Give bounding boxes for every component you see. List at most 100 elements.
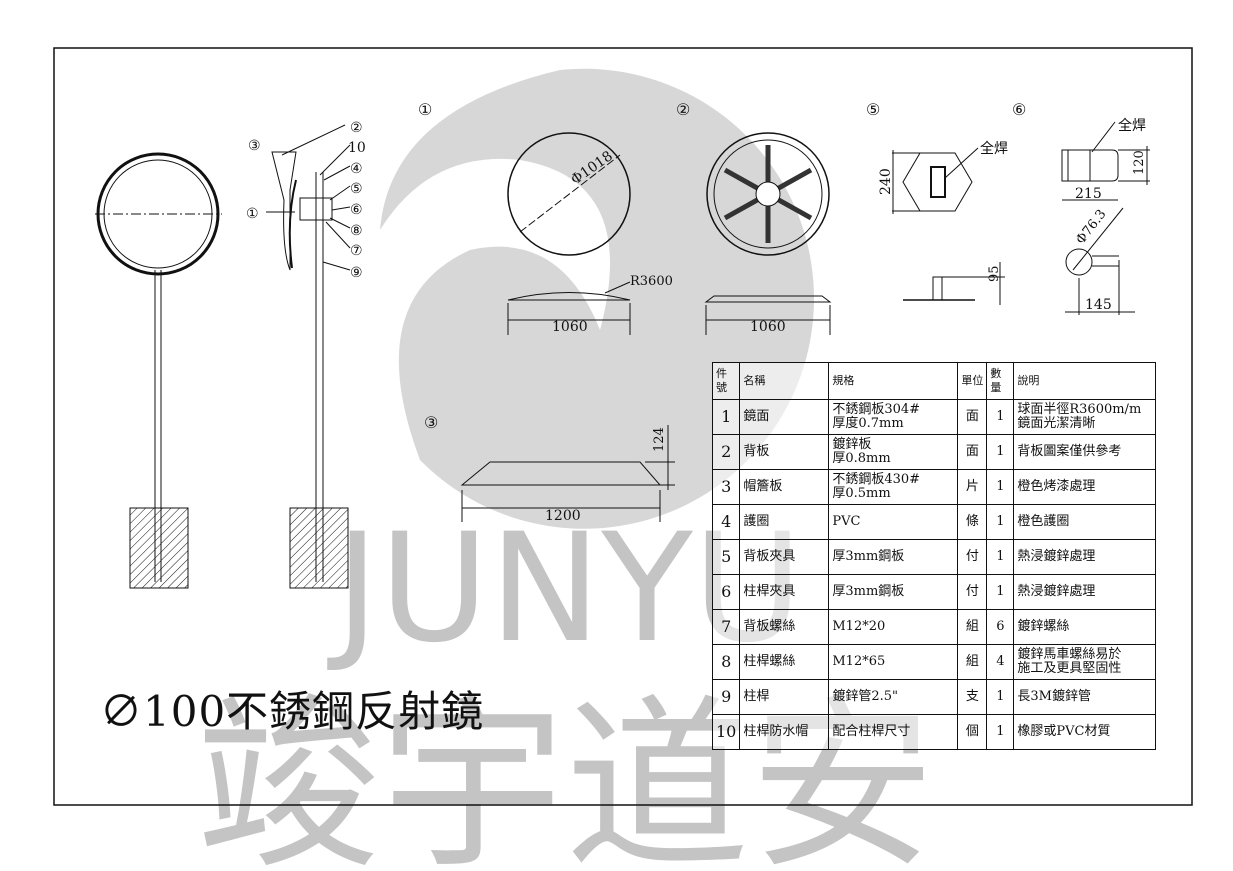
part-qty: 1 (986, 504, 1015, 540)
part-name: 柱桿 (739, 679, 830, 715)
part-6-pole-clamp: ⑥ 全焊 120 215 Φ76.3 145 (1012, 100, 1150, 315)
header-spec: 規格 (828, 362, 959, 400)
part-5-label: ⑤ (866, 100, 880, 119)
hood-width-dim: 1200 (545, 508, 581, 524)
part-name: 柱桿螺絲 (739, 644, 830, 680)
part-no: 5 (711, 539, 741, 575)
part-name: 護圈 (739, 504, 830, 540)
radius-dim: R3600 (630, 274, 673, 289)
callout-10: 10 (348, 140, 366, 156)
part-unit: 付 (957, 574, 988, 610)
part-unit: 面 (957, 399, 988, 435)
part-description: 橙色護圈 (1013, 504, 1156, 540)
part-no: 6 (711, 574, 741, 610)
part-qty: 1 (986, 434, 1015, 470)
part-no: 1 (711, 399, 741, 435)
front-view (95, 152, 222, 589)
clamp6-height-dim: 120 (1132, 150, 1147, 175)
part-description: 熱浸鍍鋅處理 (1013, 539, 1156, 575)
part-name: 鏡面 (739, 399, 830, 435)
part-spec: 鍍鋅板 厚0.8mm (828, 434, 959, 470)
part-qty: 1 (986, 469, 1015, 505)
part-unit: 付 (957, 539, 988, 575)
part-unit: 面 (957, 434, 988, 470)
part-qty: 1 (986, 399, 1015, 435)
drawing-title: ∅100不銹鋼反射鏡 (100, 687, 485, 736)
part-1-label: ① (418, 100, 432, 119)
part-unit: 組 (957, 644, 988, 680)
header-description: 說明 (1013, 362, 1156, 400)
part-unit: 組 (957, 609, 988, 645)
part-name: 帽簷板 (739, 469, 830, 505)
part-spec: 厚3mm鋼板 (828, 539, 959, 575)
part-name: 柱桿夾具 (739, 574, 830, 610)
clamp5-height-dim: 240 (878, 168, 894, 195)
header-qty: 數量 (986, 362, 1015, 400)
part-description: 背板圖案僅供參考 (1013, 434, 1156, 470)
part-spec: 配合柱桿尺寸 (828, 714, 959, 750)
part-no: 2 (711, 434, 741, 470)
part-no: 10 (711, 714, 741, 750)
part-name: 背板 (739, 434, 830, 470)
part-no: 4 (711, 504, 741, 540)
part-5-back-clamp: ⑤ 全焊 240 95 (866, 100, 1008, 305)
header-part-no: 件號 (711, 362, 741, 400)
part-6-label: ⑥ (1012, 100, 1026, 119)
part-2-back-plate: ② 1060 (676, 100, 832, 335)
part-description: 長3M鍍鋅管 (1013, 679, 1156, 715)
part-name: 柱桿防水帽 (739, 714, 830, 750)
callout-9: ⑨ (350, 265, 363, 281)
side-view (266, 124, 351, 589)
part-name: 背板夾具 (739, 539, 830, 575)
part-spec: M12*65 (828, 644, 959, 680)
clamp5-side-dim: 95 (987, 265, 1002, 282)
part-spec: 鍍鋅管2.5" (828, 679, 959, 715)
callout-1: ① (246, 206, 259, 222)
side-view-callouts: ③ ② 10 ④ ⑤ ① ⑥ ⑧ ⑦ ⑨ (246, 120, 366, 281)
callout-3: ③ (248, 138, 261, 154)
part-qty: 1 (986, 714, 1015, 750)
part-3-label: ③ (424, 413, 438, 432)
part-qty: 6 (986, 609, 1015, 645)
part-qty: 1 (986, 574, 1015, 610)
part-description: 鍍鋅馬車螺絲易於 施工及更具堅固性 (1013, 644, 1156, 680)
part-name: 背板螺絲 (739, 609, 830, 645)
part-no: 3 (711, 469, 741, 505)
callout-6: ⑥ (350, 202, 363, 218)
pipe-diameter-dim: Φ76.3 (1073, 207, 1109, 247)
part-spec: M12*20 (828, 609, 959, 645)
part-qty: 1 (986, 679, 1015, 715)
part-no: 8 (711, 644, 741, 680)
clamp6-weld-note: 全焊 (1118, 117, 1146, 134)
back-width-dim: 1060 (750, 319, 786, 335)
callout-8: ⑧ (350, 223, 363, 239)
drawing-border (53, 47, 1193, 806)
part-description: 橡膠或PVC材質 (1013, 714, 1156, 750)
part-unit: 支 (957, 679, 988, 715)
hood-height-dim: 124 (652, 427, 667, 452)
header-name: 名稱 (739, 362, 830, 400)
clamp6-depth-dim: 145 (1085, 297, 1112, 313)
part-spec: 不銹鋼板430# 厚0.5mm (828, 469, 959, 505)
part-qty: 4 (986, 644, 1015, 680)
part-spec: 不銹鋼板304# 厚度0.7mm (828, 399, 959, 435)
callout-5: ⑤ (350, 181, 363, 197)
header-unit: 單位 (957, 362, 988, 400)
part-unit: 個 (957, 714, 988, 750)
part-no: 7 (711, 609, 741, 645)
part-description: 橙色烤漆處理 (1013, 469, 1156, 505)
part-spec: PVC (828, 504, 959, 540)
callout-4: ④ (350, 161, 363, 177)
part-3-hood: ③ 124 1200 (424, 413, 675, 524)
callout-2: ② (350, 120, 363, 136)
part-description: 鍍鋅螺絲 (1013, 609, 1156, 645)
part-unit: 條 (957, 504, 988, 540)
